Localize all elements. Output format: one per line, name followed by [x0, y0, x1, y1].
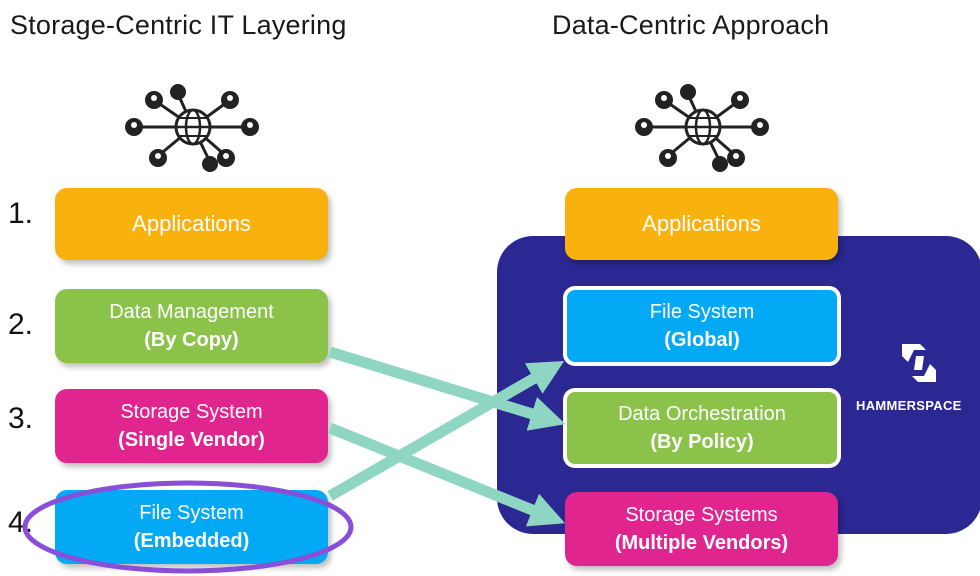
box-label: Applications: [132, 211, 251, 236]
box-label: Data Orchestration: [618, 403, 786, 425]
box-sublabel: (Multiple Vendors): [614, 532, 789, 554]
right-storage-systems-box: Storage Systems (Multiple Vendors): [565, 492, 838, 566]
right-file-system-box: File System (Global): [563, 286, 841, 366]
network-globe-icon: [635, 84, 769, 172]
left-file-system-box: File System (Embedded): [55, 490, 328, 564]
arrow-storage-to-storage-systems: [327, 422, 566, 527]
box-sublabel: (By Copy): [144, 329, 239, 351]
box-sublabel: (Global): [664, 329, 740, 351]
left-applications-box: Applications: [55, 188, 328, 260]
box-sublabel: (By Policy): [650, 431, 754, 453]
hammerspace-panel: [497, 236, 980, 534]
left-data-management-box: Data Management (By Copy): [55, 289, 328, 363]
left-column-title: Storage-Centric IT Layering: [10, 10, 347, 40]
box-label: File System: [139, 502, 244, 524]
box-sublabel: (Embedded): [133, 530, 250, 552]
box-label: File System: [649, 301, 755, 323]
arrow-data-management-to-orchestration: [328, 346, 566, 431]
layer-number-1: 1.: [8, 197, 34, 230]
left-storage-system-box: Storage System (Single Vendor): [55, 389, 328, 463]
highlight-ellipse: [22, 480, 354, 574]
layer-number-3: 3.: [8, 402, 34, 435]
network-globe-icon: [125, 84, 259, 172]
box-sublabel: (Single Vendor): [118, 429, 265, 451]
layer-number-2: 2.: [8, 308, 34, 341]
right-data-orchestration-box: Data Orchestration (By Policy): [563, 388, 841, 468]
hammerspace-label: HAMMERSPACE: [856, 398, 962, 413]
box-label: Storage Systems: [625, 504, 778, 526]
right-applications-box: Applications: [565, 188, 838, 260]
box-label: Data Management: [109, 301, 274, 323]
box-label: Applications: [642, 211, 761, 236]
right-column-title: Data-Centric Approach: [552, 10, 830, 40]
hammerspace-logo-icon: [902, 344, 936, 382]
box-label: Storage System: [120, 401, 263, 423]
arrow-file-system-to-global: [327, 360, 565, 501]
